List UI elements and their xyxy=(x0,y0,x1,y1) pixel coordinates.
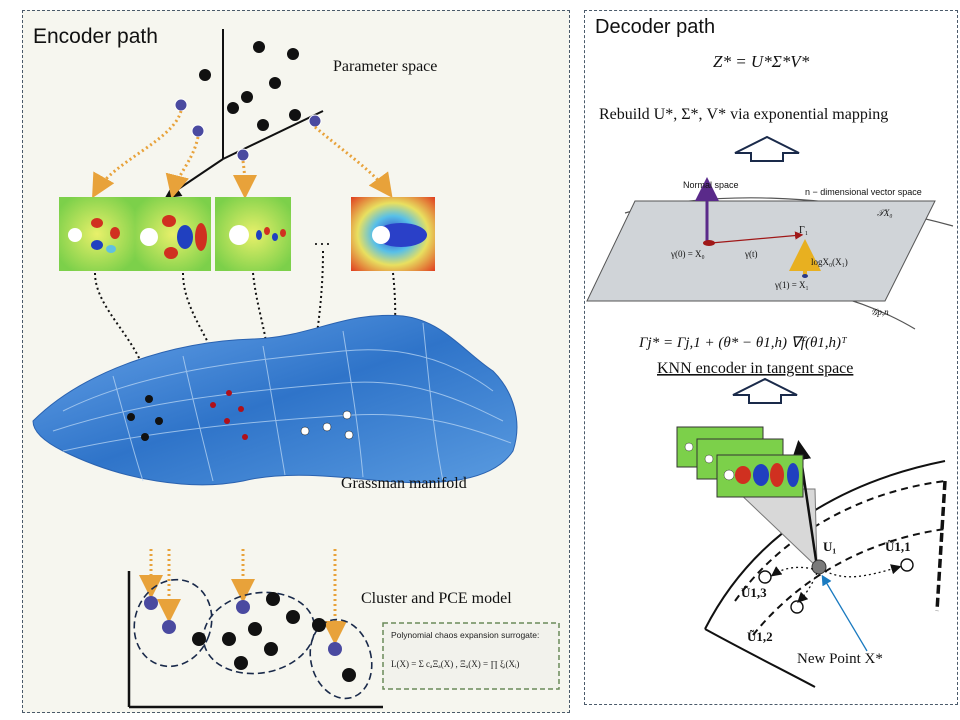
encoder-diagram: Encoder path Parameter space xyxy=(32,25,560,709)
decoder-diagram: Decoder path Z* = U*Σ*V* Rebuild U*, Σ*,… xyxy=(586,16,954,688)
cluster-points-navy xyxy=(144,596,342,656)
cluster-label: Cluster and PCE model xyxy=(361,590,512,607)
u11-label: Ũ1,1 xyxy=(885,539,911,554)
manifold-points-white xyxy=(300,410,354,440)
snapshot-ellipsis: ··· xyxy=(313,233,331,253)
rebuild-text: Rebuild U*, Σ*, V* via exponential mappi… xyxy=(599,106,888,123)
orange-arrows-top xyxy=(92,110,393,199)
up-arrow-top xyxy=(734,135,800,162)
manifold-points-black xyxy=(127,395,163,441)
decoder-panel: Decoder path Z* = U*Σ*V* Rebuild U*, Σ*,… xyxy=(584,10,958,705)
decoder-snapshots xyxy=(676,426,804,498)
cluster-boundaries xyxy=(133,578,373,700)
new-point-label: New Point X* xyxy=(797,651,883,667)
cluster-axes xyxy=(127,571,383,709)
snapshot-2 xyxy=(135,197,211,271)
grassmann-manifold xyxy=(32,314,518,486)
snapshot-last xyxy=(351,197,435,271)
parameter-points xyxy=(199,41,301,131)
orange-arrows-bottom xyxy=(139,549,347,645)
parameter-points-selected xyxy=(174,98,322,162)
encoder-title: Encoder path xyxy=(33,25,158,48)
gammat-label: γ(t) xyxy=(744,249,757,259)
tangent-space-diagram xyxy=(586,177,954,330)
new-point-pointer xyxy=(821,574,868,652)
u1-label: U₁ xyxy=(823,539,836,554)
neighbor-arrows xyxy=(770,564,902,603)
knn-label: KNN encoder in tangent space xyxy=(657,360,853,377)
decoder-title: Decoder path xyxy=(595,16,715,38)
pce-formula: L(X) = Σ cₐΞₐ(X) , Ξₐ(X) = ∏ ξᵢ(Xᵢ) xyxy=(391,659,519,669)
formula-zstar: Z* = U*Σ*V* xyxy=(713,52,810,71)
u13-label: Ũ1,3 xyxy=(741,585,767,600)
tangent-label: 𝒯X₀ xyxy=(877,208,893,218)
pce-surrogate-box: Polynomial chaos expansion surrogate: L(… xyxy=(382,622,560,690)
grassmann-label: Grassman manifold xyxy=(341,475,467,492)
cluster-points-black xyxy=(192,592,356,682)
snapshot-3 xyxy=(215,197,291,271)
manifold-points-red xyxy=(210,390,248,440)
normal-space-label: Normal space xyxy=(683,180,739,190)
gpn-label: 𝒢p,n xyxy=(871,307,889,317)
up-arrow-bottom xyxy=(732,377,798,404)
parameter-space-label: Parameter space xyxy=(333,58,437,75)
snapshot-1 xyxy=(59,197,135,271)
knn-formula: Γj* = Γj,1 + (θ* − θ1,h) ∇f(θ1,h)ᵀ xyxy=(638,335,848,351)
gamma1-label: γ(1) = X₁ xyxy=(774,280,809,290)
u12-label: Ũ1,2 xyxy=(747,629,773,644)
log-label: logX₀(X₁) xyxy=(811,257,848,267)
encoder-panel: Encoder path Parameter space xyxy=(22,10,570,713)
pce-title: Polynomial chaos expansion surrogate: xyxy=(391,630,539,640)
gamma-big-label: Γ₁ xyxy=(799,225,808,236)
vector-space-label: n − dimensional vector space xyxy=(805,187,922,197)
gamma0-label: γ(0) = X₀ xyxy=(670,249,705,259)
